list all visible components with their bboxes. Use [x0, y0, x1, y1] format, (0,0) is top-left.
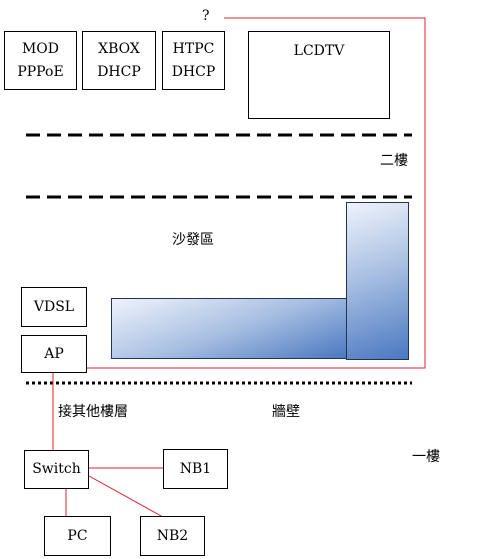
cable-ap-to-upstairs: [87, 17, 426, 369]
device-htpc-mode: DHCP: [171, 63, 216, 80]
area-label-other-floors: 接其他樓層: [58, 404, 128, 420]
sofa-vertical: [346, 202, 409, 360]
device-nb1: NB1: [163, 449, 228, 489]
sofa-horizontal: [111, 298, 348, 359]
device-ap: AP: [21, 335, 87, 373]
device-pc-name: PC: [67, 527, 88, 544]
device-nb2-name: NB2: [156, 527, 189, 544]
device-vdsl: VDSL: [21, 287, 87, 327]
device-switch: Switch: [24, 450, 89, 489]
device-lcdtv-name: LCDTV: [293, 43, 345, 59]
device-xbox-mode: DHCP: [97, 63, 141, 80]
device-ap-name: AP: [44, 345, 64, 362]
device-mod-name: MOD: [21, 40, 60, 57]
device-htpc-name: HTPC: [172, 40, 215, 57]
device-lcdtv: LCDTV: [248, 31, 390, 119]
device-nb2: NB2: [140, 516, 205, 556]
device-nb1-name: NB1: [179, 460, 212, 477]
floor-label-second: 二樓: [380, 153, 408, 169]
unknown-connection-mark: ?: [202, 8, 210, 24]
floor-label-first: 一樓: [412, 449, 440, 465]
device-switch-name: Switch: [32, 461, 81, 477]
device-vdsl-name: VDSL: [33, 298, 75, 315]
device-xbox: XBOX DHCP: [82, 31, 156, 90]
device-mod-mode: PPPoE: [17, 63, 64, 80]
area-label-sofa: 沙發區: [172, 232, 214, 248]
device-htpc: HTPC DHCP: [162, 31, 225, 90]
device-mod: MOD PPPoE: [4, 31, 77, 90]
device-xbox-name: XBOX: [98, 40, 140, 57]
cable-switch-to-nb2: [88, 475, 164, 518]
area-label-wall: 牆壁: [272, 404, 300, 420]
device-pc: PC: [44, 516, 111, 556]
